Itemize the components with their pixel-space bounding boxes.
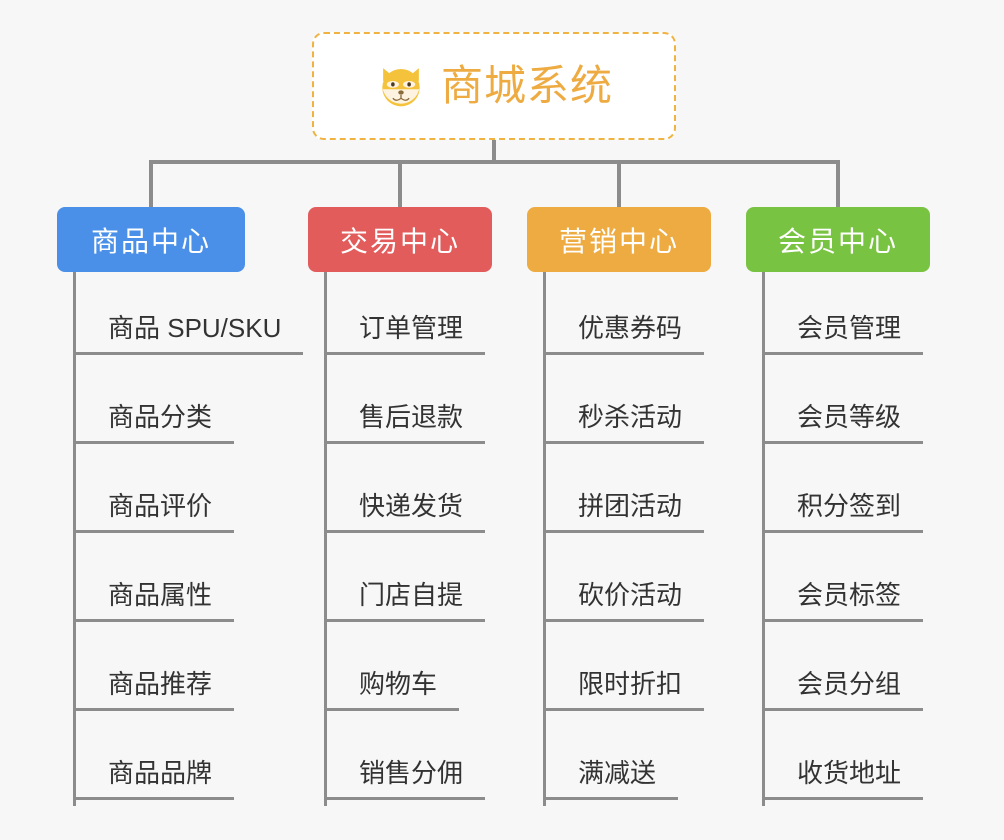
category-label: 会员中心	[777, 225, 898, 257]
column-marketing-center: 营销中心 优惠券码 秒杀活动 拼团活动 砍价活动 限时折扣 满减送	[527, 207, 711, 806]
connector-drop-member-center	[836, 160, 840, 207]
column-trade-center: 交易中心 订单管理 售后退款 快递发货 门店自提 购物车 销售分佣	[308, 207, 492, 806]
list-item[interactable]: 会员等级	[765, 361, 930, 450]
list-item-label: 优惠券码	[546, 313, 705, 355]
list-item-label: 快递发货	[327, 491, 486, 533]
list-item[interactable]: 订单管理	[327, 272, 492, 361]
connector-drop-marketing-center	[617, 160, 621, 207]
list-item-label: 积分签到	[765, 491, 924, 533]
list-item-label: 会员标签	[765, 580, 924, 622]
list-item-label: 拼团活动	[546, 491, 705, 533]
list-item-label: 会员等级	[765, 402, 924, 444]
list-item[interactable]: 收货地址	[765, 717, 930, 806]
list-item[interactable]: 会员标签	[765, 539, 930, 628]
list-item-label: 商品评价	[76, 491, 235, 533]
list-item-label: 商品推荐	[76, 669, 235, 711]
column-member-center: 会员中心 会员管理 会员等级 积分签到 会员标签 会员分组 收货地址	[746, 207, 930, 806]
list-item[interactable]: 购物车	[327, 628, 492, 717]
item-list-member-center: 会员管理 会员等级 积分签到 会员标签 会员分组 收货地址	[762, 272, 930, 806]
category-box-trade-center[interactable]: 交易中心	[308, 207, 492, 272]
list-item[interactable]: 砍价活动	[546, 539, 711, 628]
list-item[interactable]: 拼团活动	[546, 450, 711, 539]
category-box-member-center[interactable]: 会员中心	[746, 207, 930, 272]
list-item[interactable]: 会员分组	[765, 628, 930, 717]
connector-horizontal-bus	[149, 160, 839, 164]
connector-drop-trade-center	[398, 160, 402, 207]
column-product-center: 商品中心 商品 SPU/SKU 商品分类 商品评价 商品属性 商品推荐 商品品牌	[57, 207, 304, 806]
list-item-label: 售后退款	[327, 402, 486, 444]
list-item-label: 会员分组	[765, 669, 924, 711]
list-item-label: 订单管理	[327, 313, 486, 355]
connector-drop-product-center	[149, 160, 153, 207]
list-item-label: 购物车	[327, 669, 460, 711]
list-item-label: 砍价活动	[546, 580, 705, 622]
list-item[interactable]: 销售分佣	[327, 717, 492, 806]
category-box-marketing-center[interactable]: 营销中心	[527, 207, 711, 272]
list-item-label: 商品 SPU/SKU	[76, 313, 304, 355]
list-item-label: 收货地址	[765, 758, 924, 800]
list-item-label: 满减送	[546, 758, 679, 800]
list-item[interactable]: 商品推荐	[76, 628, 245, 717]
list-item[interactable]: 满减送	[546, 717, 711, 806]
list-item-label: 会员管理	[765, 313, 924, 355]
root-node-title: 商城系统	[440, 62, 613, 109]
list-item[interactable]: 秒杀活动	[546, 361, 711, 450]
category-label: 商品中心	[90, 225, 211, 257]
root-node-shopping-mall-system[interactable]: 商城系统	[312, 32, 676, 140]
list-item[interactable]: 商品属性	[76, 539, 245, 628]
list-item[interactable]: 商品 SPU/SKU	[76, 272, 304, 361]
list-item[interactable]: 快递发货	[327, 450, 492, 539]
list-item-label: 门店自提	[327, 580, 486, 622]
list-item[interactable]: 售后退款	[327, 361, 492, 450]
list-item[interactable]: 商品品牌	[76, 717, 245, 806]
connector-root-stem	[492, 140, 496, 164]
category-label: 交易中心	[339, 225, 460, 257]
list-item[interactable]: 积分签到	[765, 450, 930, 539]
list-item-label: 商品属性	[76, 580, 235, 622]
list-item-label: 商品分类	[76, 402, 235, 444]
list-item-label: 限时折扣	[546, 669, 705, 711]
list-item[interactable]: 商品分类	[76, 361, 245, 450]
list-item-label: 销售分佣	[327, 758, 486, 800]
dog-face-icon	[382, 68, 420, 107]
list-item[interactable]: 会员管理	[765, 272, 930, 361]
list-item[interactable]: 优惠券码	[546, 272, 711, 361]
item-list-marketing-center: 优惠券码 秒杀活动 拼团活动 砍价活动 限时折扣 满减送	[543, 272, 711, 806]
list-item-label: 秒杀活动	[546, 402, 705, 444]
category-box-product-center[interactable]: 商品中心	[57, 207, 245, 272]
list-item[interactable]: 商品评价	[76, 450, 245, 539]
category-label: 营销中心	[558, 225, 679, 257]
list-item-label: 商品品牌	[76, 758, 235, 800]
list-item[interactable]: 门店自提	[327, 539, 492, 628]
item-list-trade-center: 订单管理 售后退款 快递发货 门店自提 购物车 销售分佣	[324, 272, 492, 806]
item-list-product-center: 商品 SPU/SKU 商品分类 商品评价 商品属性 商品推荐 商品品牌	[73, 272, 304, 806]
list-item[interactable]: 限时折扣	[546, 628, 711, 717]
